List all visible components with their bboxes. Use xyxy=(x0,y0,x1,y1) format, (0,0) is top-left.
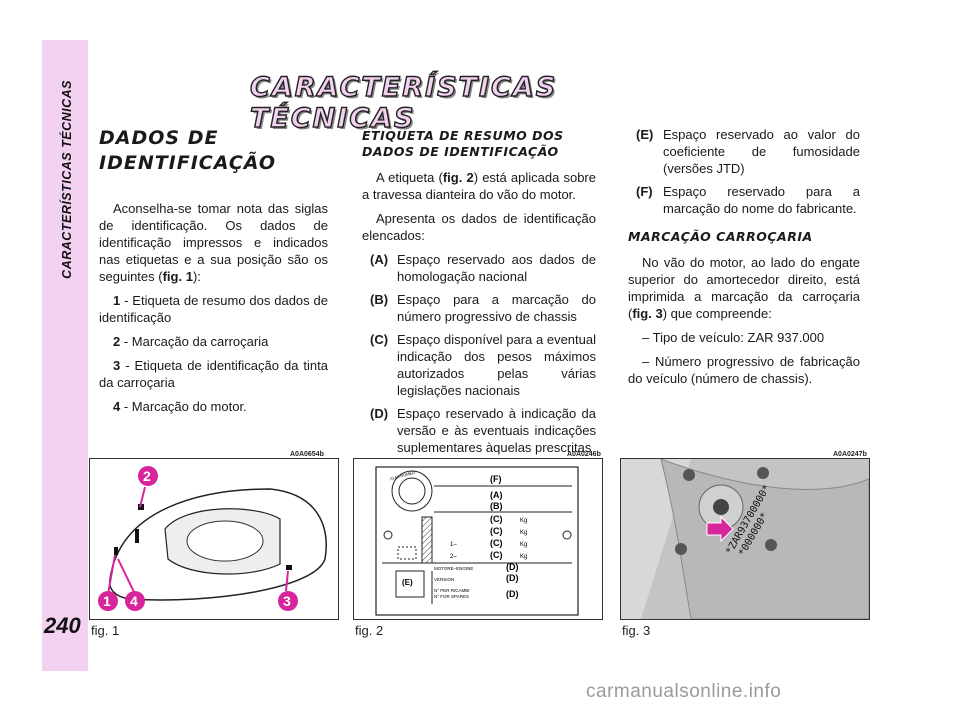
watermark: carmanualsonline.info xyxy=(586,681,782,702)
svg-text:Kg: Kg xyxy=(520,530,527,536)
svg-text:Kg: Kg xyxy=(520,518,527,524)
list-item: 2 - Marcação da carroçaria xyxy=(113,334,269,349)
figure-caption: fig. 1 xyxy=(91,623,120,638)
column-label-summary: ETIQUETA DE RESUMO DOS DADOS DE IDENTIFI… xyxy=(362,128,596,462)
paragraph: A etiqueta (fig. 2) está aplicada sobre … xyxy=(362,170,596,202)
svg-text:(A): (A) xyxy=(490,490,503,500)
figure-caption: fig. 3 xyxy=(622,623,651,638)
svg-text:(C): (C) xyxy=(490,514,503,524)
page-number: 240 xyxy=(44,613,81,638)
svg-text:Kg: Kg xyxy=(520,554,527,560)
callout-badge-2: 2 xyxy=(138,466,158,486)
figure-code: A0A0246b xyxy=(567,451,601,458)
list-item: (E)Espaço reservado ao valor do coeficie… xyxy=(636,127,860,176)
svg-text:2: 2 xyxy=(143,468,151,484)
sidebar xyxy=(42,40,88,671)
column-body-marking: (E)Espaço reservado ao valor do coeficie… xyxy=(628,126,860,394)
svg-text:MOTORE–ENGINE: MOTORE–ENGINE xyxy=(434,566,473,571)
svg-text:1–: 1– xyxy=(450,542,457,548)
list-item: (C)Espaço disponível para a eventual ind… xyxy=(370,332,596,398)
svg-text:1: 1 xyxy=(103,593,111,609)
figure-id-label: ALFA ROMEO (F) (A) (B) (C) (C) (C) (C) (… xyxy=(353,458,603,620)
intro-paragraph: Aconselha-se tomar nota das siglas de id… xyxy=(99,201,328,284)
column-identification: DADOS DE IDENTIFICAÇÃO Aconselha-se toma… xyxy=(99,126,328,422)
body-marking-illustration: *ZAR93700000* *000000* xyxy=(621,459,869,619)
list-item: (B)Espaço para a marcação do número prog… xyxy=(370,292,596,324)
fig-ref: fig. 1 xyxy=(162,269,193,284)
callout-badge-1: 1 xyxy=(98,591,118,611)
figure-code: A0A0654b xyxy=(290,451,324,458)
heading-label-summary: ETIQUETA DE RESUMO DOS DADOS DE IDENTIFI… xyxy=(362,128,564,159)
list-item: (A)Espaço reservado aos dados de homolog… xyxy=(370,252,596,284)
paragraph: No vão do motor, ao lado do engate super… xyxy=(628,255,860,321)
svg-text:4: 4 xyxy=(130,593,138,609)
list-item: 3 - Etiqueta de identificação da tinta d… xyxy=(99,358,328,390)
paragraph: Apresenta os dados de identificação elen… xyxy=(362,211,596,243)
svg-text:N° FOR SPARES: N° FOR SPARES xyxy=(434,594,469,599)
svg-text:(C): (C) xyxy=(490,550,503,560)
callout-badge-3: 3 xyxy=(278,591,298,611)
dash-item: – Número progressivo de fabricação do ve… xyxy=(628,354,860,386)
svg-text:N° PER RICAMBI: N° PER RICAMBI xyxy=(434,588,470,593)
list-item: (D)Espaço reservado à indicação da versã… xyxy=(370,406,596,455)
svg-text:VERSION: VERSION xyxy=(434,577,454,582)
car-topview-illustration: 2 1 4 3 xyxy=(98,466,327,611)
svg-text:(D): (D) xyxy=(506,589,519,599)
list-item: 4 - Marcação do motor. xyxy=(113,399,247,414)
svg-text:(F): (F) xyxy=(490,474,502,484)
callout-badge-4: 4 xyxy=(125,591,145,611)
heading-identification: DADOS DE IDENTIFICAÇÃO xyxy=(99,127,277,174)
page-title: CARACTERÍSTICAS TÉCNICAS xyxy=(249,71,558,134)
svg-text:3: 3 xyxy=(283,593,291,609)
figure-car-topview: 2 1 4 3 xyxy=(89,458,339,620)
pointer-arrow-icon xyxy=(706,515,734,543)
heading-body-marking: MARCAÇÃO CARROÇARIA xyxy=(628,229,813,244)
list-item: (F)Espaço reservado para a marcação do n… xyxy=(636,184,860,216)
svg-text:(C): (C) xyxy=(490,538,503,548)
svg-text:(B): (B) xyxy=(490,501,503,511)
logo-text: ALFA ROMEO xyxy=(389,470,415,482)
figure-body-marking-photo: *ZAR93700000* *000000* xyxy=(620,458,870,620)
svg-text:(D): (D) xyxy=(506,573,519,583)
figure-caption: fig. 2 xyxy=(355,623,384,638)
svg-text:(E): (E) xyxy=(402,578,413,587)
dash-item: – Tipo de veículo: ZAR 937.000 xyxy=(642,330,825,345)
svg-text:(D): (D) xyxy=(506,562,519,572)
list-item: 1 - Etiqueta de resumo dos dados de iden… xyxy=(99,293,328,325)
id-label-diagram: ALFA ROMEO (F) (A) (B) (C) (C) (C) (C) (… xyxy=(375,466,579,616)
svg-text:Kg: Kg xyxy=(520,542,527,548)
svg-text:2–: 2– xyxy=(450,554,457,560)
svg-text:(C): (C) xyxy=(490,526,503,536)
figure-code: A0A0247b xyxy=(833,451,867,458)
